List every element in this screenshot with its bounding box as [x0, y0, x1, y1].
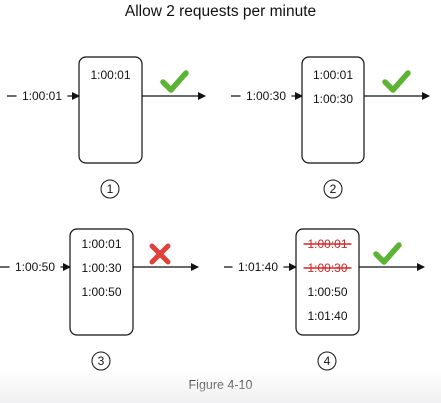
- panels-layer: 1:00:011:00:0111:00:301:00:011:00:3021:0…: [0, 56, 430, 371]
- panel-1: 1:00:01 1:00:01 1: [7, 56, 206, 199]
- step-number: 1: [107, 182, 114, 196]
- log-entry: 1:00:30: [313, 92, 353, 106]
- request-log-box: [295, 228, 360, 336]
- log-entry: 1:01:40: [307, 309, 347, 323]
- step-number: 4: [324, 354, 331, 368]
- panel-3: 1:00:50 1:00:01 1:00:30 1:00:50 3: [0, 228, 199, 371]
- incoming-label-bg: [16, 88, 68, 104]
- incoming-label-bg: [9, 259, 61, 275]
- check-mark-icon: [382, 70, 411, 93]
- request-log-box: [78, 56, 143, 164]
- incoming-timestamp-label: 1:00:01: [22, 89, 62, 103]
- check-mark-stroke: [160, 70, 189, 93]
- step-number-circle: [323, 179, 343, 199]
- step-number-circle: [100, 179, 120, 199]
- request-log-box: [301, 56, 365, 164]
- incoming-timestamp-label: 1:00:30: [246, 89, 286, 103]
- request-log-box: [69, 228, 134, 336]
- incoming-timestamp-label: 1:01:40: [238, 260, 278, 274]
- check-mark-stroke: [382, 70, 411, 93]
- incoming-label-bg: [232, 259, 284, 275]
- step-number: 2: [330, 182, 337, 196]
- log-entry: 1:00:50: [307, 285, 347, 299]
- panel-2: 1:00:30 1:00:01 1:00:30 2: [231, 56, 430, 199]
- panel-4: 1:01:401:00:011:00:301:00:501:01:404: [224, 228, 425, 371]
- incoming-label-bg: [240, 88, 292, 104]
- cross-mark-icon: [149, 243, 171, 265]
- step-number: 3: [98, 354, 105, 368]
- diagram-title: Allow 2 requests per minute: [124, 3, 317, 20]
- log-entry: 1:00:30: [81, 261, 121, 275]
- cross-mark-stroke: [149, 243, 171, 265]
- check-mark-icon: [160, 70, 189, 93]
- log-entry: 1:00:01: [90, 68, 130, 82]
- log-entry: 1:00:01: [81, 237, 121, 251]
- log-entry: 1:00:01: [313, 68, 353, 82]
- check-mark-icon: [373, 242, 402, 265]
- incoming-timestamp-label: 1:00:50: [15, 260, 55, 274]
- figure-caption: Figure 4-10: [188, 378, 253, 392]
- check-mark-stroke: [373, 242, 402, 265]
- log-entry: 1:00:50: [81, 285, 121, 299]
